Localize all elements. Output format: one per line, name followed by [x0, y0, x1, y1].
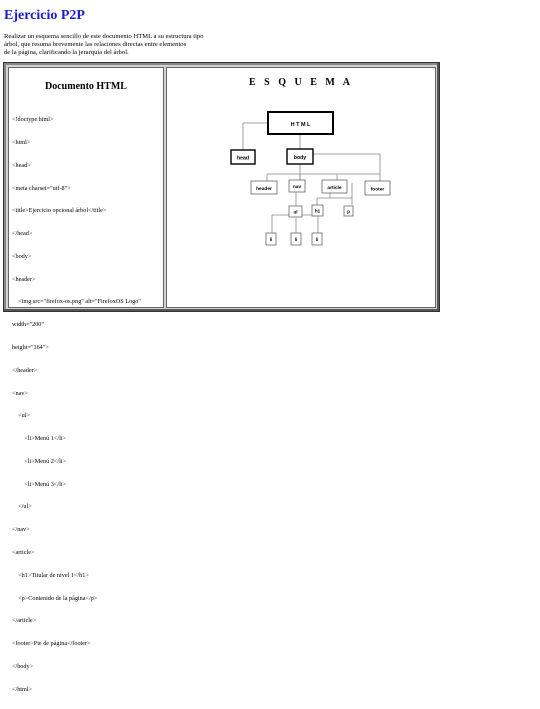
node-body-label: body	[294, 155, 307, 161]
code-line: </html>	[12, 685, 33, 693]
node-li-3-label: li	[316, 237, 319, 242]
code-line: </body>	[12, 662, 34, 670]
code-line: <head>	[12, 161, 31, 169]
node-li-3: li	[311, 232, 323, 246]
intro-line: de la página, clarificando la jerarquía …	[4, 49, 129, 56]
code-line: <meta charset="utf-8">	[12, 184, 71, 192]
tree-diagram: H T M L head body header nav article	[230, 111, 391, 246]
code-line: <html>	[12, 138, 31, 146]
page-title: Ejercicio P2P	[4, 8, 85, 23]
two-column-table: Documento HTML <!doctype html> <html> <h…	[3, 62, 440, 693]
code-line: </ul>	[12, 503, 32, 511]
tree-connectors	[242, 122, 381, 238]
node-article-label: article	[327, 185, 341, 191]
node-p: p	[343, 205, 354, 217]
node-ul-label: ul	[293, 210, 297, 215]
code-line: <article>	[12, 549, 35, 557]
schema-cell: E S Q U E M A	[166, 67, 436, 308]
code-line: <title>Ejercicio opcional árbol</title>	[12, 207, 107, 215]
code-line: <ul>	[12, 412, 30, 420]
code-line: <header>	[12, 275, 36, 283]
node-header-label: header	[256, 186, 272, 192]
node-h1: h1	[311, 204, 324, 217]
node-nav: nav	[288, 179, 306, 193]
code-line: <li>Menú 3</li>	[12, 480, 67, 488]
code-line: </head>	[12, 230, 33, 238]
node-head: head	[230, 149, 256, 165]
node-p-label: p	[347, 209, 350, 214]
node-body: body	[286, 148, 314, 165]
code-line: <p>Contenido de la página</p>	[12, 594, 98, 602]
code-line: <li>Menú 2</li>	[12, 457, 67, 465]
node-html: H T M L	[267, 111, 334, 135]
node-article: article	[321, 179, 348, 194]
node-nav-label: nav	[293, 185, 302, 190]
html-document-cell: Documento HTML <!doctype html> <html> <h…	[8, 67, 164, 693]
node-li-2-label: li	[295, 237, 298, 242]
code-line: <nav>	[12, 389, 28, 397]
node-li-1: li	[265, 232, 277, 246]
node-li-2: li	[290, 232, 302, 246]
node-footer: footer	[364, 180, 391, 196]
intro-text: Realizar un esquema sencillo de este doc…	[4, 33, 234, 57]
code-line: <li>Menú 1</li>	[12, 435, 67, 443]
node-html-label: H T M L	[291, 122, 311, 128]
html-document-heading: Documento HTML	[45, 81, 127, 92]
code-line: <h1>Titular de nivel 1</h1>	[12, 571, 89, 579]
code-line: <footer>Pie de página</footer>	[12, 640, 91, 648]
intro-line: árbol, que resuma brevemente las relacio…	[4, 41, 187, 48]
node-header: header	[250, 180, 278, 195]
node-li-1-label: li	[270, 237, 273, 242]
node-h1-label: h1	[315, 209, 321, 214]
code-line: </nav>	[12, 526, 30, 534]
node-footer-label: footer	[371, 187, 385, 193]
schema-heading: E S Q U E M A	[248, 77, 353, 88]
code-line: height="164">	[12, 344, 49, 351]
code-line: </article>	[12, 617, 37, 625]
code-line: </header>	[12, 366, 38, 374]
node-ul: ul	[288, 205, 303, 218]
node-head-label: head	[237, 156, 249, 162]
code-line: width="200"	[12, 321, 44, 329]
code-line: <img src="firefox-os.png" alt="FirefoxOS…	[12, 298, 141, 306]
code-line: <body>	[12, 252, 32, 260]
code-line: <!doctype html>	[12, 116, 54, 124]
intro-line: Realizar un esquema sencillo de este doc…	[4, 33, 204, 40]
